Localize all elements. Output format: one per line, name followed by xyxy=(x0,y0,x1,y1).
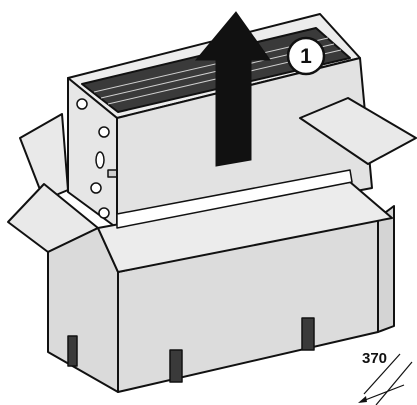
side-bolt xyxy=(90,182,102,194)
step-circle-icon: 1 xyxy=(286,36,326,76)
box-back-flap xyxy=(299,97,417,165)
box-slot xyxy=(169,349,183,383)
side-bolt xyxy=(98,207,110,219)
step-number: 1 xyxy=(300,45,312,68)
protective-band xyxy=(116,169,353,229)
dimension-label: 370 xyxy=(362,350,387,367)
box-slot xyxy=(301,317,315,351)
side-bolt xyxy=(76,98,88,110)
cardboard-box xyxy=(7,97,417,393)
box-left-side xyxy=(47,227,119,393)
side-bolt xyxy=(98,126,110,138)
dimension-arrow-icon xyxy=(358,384,405,403)
box-slot xyxy=(67,335,78,367)
box-right-side xyxy=(377,205,395,333)
dimension-indicator: 370 xyxy=(358,350,413,405)
up-arrow-icon xyxy=(194,11,271,167)
side-port xyxy=(95,151,105,169)
box-left-flap xyxy=(19,113,69,201)
